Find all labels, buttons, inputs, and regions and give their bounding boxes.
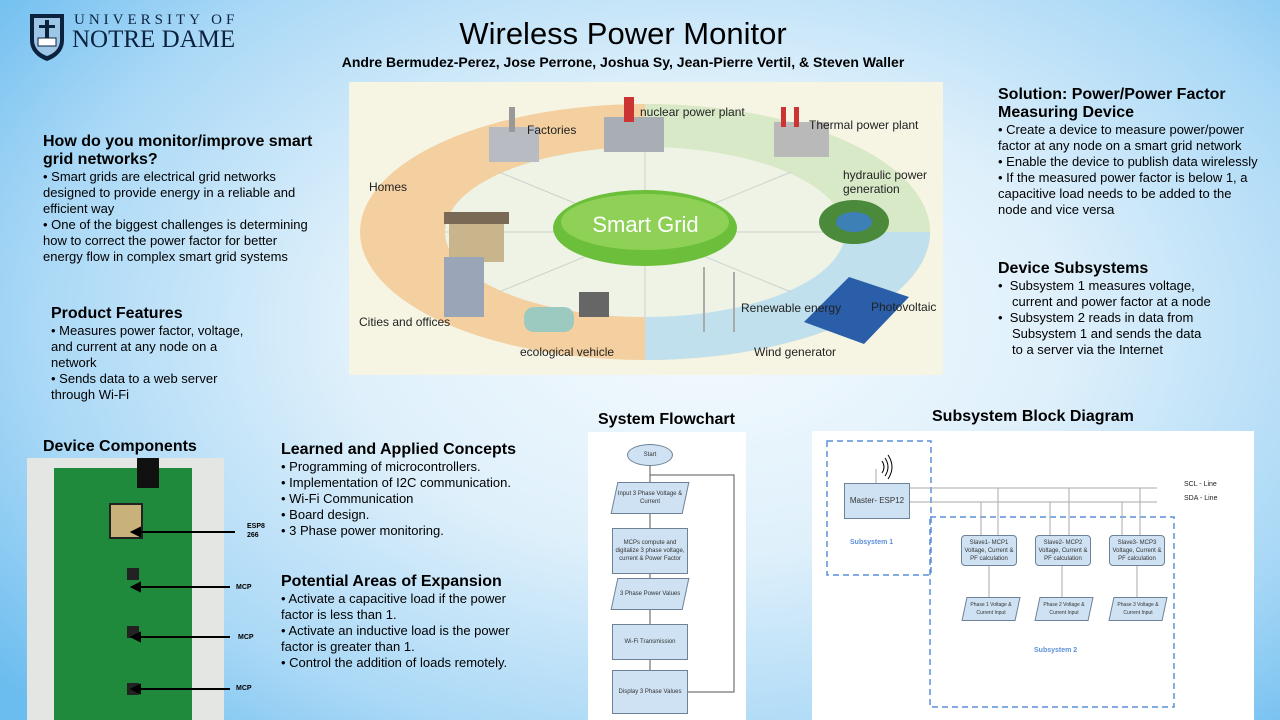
authors: Andre Bermudez-Perez, Jose Perrone, Josh… (341, 54, 905, 70)
solution-bullet: • Enable the device to publish data wire… (998, 154, 1258, 169)
label-vehicle: ecological vehicle (520, 345, 615, 359)
subsystems-bullet: • Subsystem 2 reads in data from Subsyst… (998, 310, 1202, 357)
flowchart: Start Input 3 Phase Voltage & Current MC… (588, 432, 746, 720)
learned-bullet: • Implementation of I2C communication. (281, 475, 511, 490)
label-nuclear: nuclear power plant (640, 105, 745, 119)
flowchart-heading: System Flowchart (598, 411, 735, 428)
solution-bullet: • Create a device to measure power/power… (998, 122, 1244, 153)
expansion-bullet: • Activate a capacitive load if the powe… (281, 591, 506, 622)
label-mcp: MCP (236, 685, 252, 692)
flow-input: Input 3 Phase Voltage & Current (610, 482, 690, 514)
components-heading: Device Components (43, 438, 197, 455)
subsystem1-label: Subsystem 1 (850, 539, 894, 546)
learned-bullet: • Wi-Fi Communication (281, 491, 414, 506)
intro-bullet: • Smart grids are electrical grid networ… (43, 169, 296, 216)
intro-bullet: • One of the biggest challenges is deter… (43, 217, 308, 264)
learned-bullet: • Board design. (281, 507, 370, 522)
logo-line1: UNIVERSITY OF (74, 12, 239, 28)
smart-grid-illustration: Smart Grid Factories nuclear power plant… (349, 82, 943, 375)
slave2-box: Slave2- MCP2 Voltage, Current & PF calcu… (1035, 535, 1091, 566)
label-thermal: Thermal power plant (809, 118, 919, 132)
scl-line-label: SCL - Line (1184, 481, 1217, 488)
phase1-input: Phase 1 Voltage & Current Input (961, 597, 1021, 621)
phase2-input: Phase 2 Voltage & Current Input (1034, 597, 1094, 621)
label-mcp: MCP (236, 584, 252, 591)
expansion-bullet: • Activate an inductive load is the powe… (281, 623, 510, 654)
flow-values: 3 Phase Power Values (610, 578, 690, 610)
phase3-input: Phase 3 Voltage & Current Input (1108, 597, 1168, 621)
pcb-photo (27, 458, 224, 720)
slave1-box: Slave1- MCP1 Voltage, Current & PF calcu… (961, 535, 1017, 566)
solution-bullet: • If the measured power factor is below … (998, 170, 1248, 217)
slave3-box: Slave3- MCP3 Voltage, Current & PF calcu… (1109, 535, 1165, 566)
flow-display: Display 3 Phase Values (612, 670, 688, 714)
label-photovoltaic: Photovoltaic (871, 300, 937, 314)
sda-line-label: SDA - Line (1184, 495, 1218, 502)
label-esp8266: ESP8 266 (247, 523, 265, 539)
university-logo: UNIVERSITY OF NOTRE DAME (28, 12, 248, 64)
shield-icon (30, 14, 64, 61)
subsystems-bullet: • Subsystem 1 measures voltage, current … (998, 278, 1211, 309)
subsystems-heading: Device Subsystems (998, 260, 1149, 277)
label-mcp: MCP (238, 634, 254, 641)
features-section: Product Features • Measures power factor… (51, 305, 261, 403)
solution-section: Solution: Power/Power Factor Measuring D… (998, 86, 1260, 218)
poster-title: Wireless Power Monitor (459, 16, 787, 51)
intro-section: How do you monitor/improve smart grid ne… (43, 133, 318, 265)
master-esp12-box: Master- ESP12 (844, 483, 910, 519)
subsystem2-label: Subsystem 2 (1034, 647, 1078, 654)
label-factories: Factories (527, 123, 577, 137)
label-wind: Wind generator (754, 345, 837, 359)
label-hydraulic: hydraulic power generation (843, 168, 928, 196)
smart-grid-center-label: Smart Grid (592, 212, 699, 237)
label-renewable: Renewable energy (741, 301, 842, 315)
logo-line2: NOTRE DAME (72, 26, 236, 53)
pointer-arrows (130, 526, 235, 695)
learned-section: Learned and Applied Concepts • Programmi… (281, 441, 531, 539)
features-bullet: • Measures power factor, voltage, and cu… (51, 323, 244, 370)
flow-start: Start (627, 444, 673, 466)
flow-wifi: Wi-Fi Transmission (612, 624, 688, 660)
intro-heading: How do you monitor/improve smart grid ne… (43, 133, 313, 168)
learned-bullet: • 3 Phase power monitoring. (281, 523, 444, 538)
label-cities: Cities and offices (359, 315, 451, 329)
label-homes: Homes (369, 180, 408, 194)
expansion-heading: Potential Areas of Expansion (281, 573, 502, 590)
learned-bullet: • Programming of microcontrollers. (281, 459, 481, 474)
subsystems-section: Device Subsystems • Subsystem 1 measures… (998, 260, 1213, 358)
flow-compute: MCPs compute and digitalize 3 phase volt… (612, 528, 688, 574)
expansion-section: Potential Areas of Expansion • Activate … (281, 573, 521, 671)
features-bullet: • Sends data to a web server through Wi-… (51, 371, 218, 402)
block-diagram: Master- ESP12 SCL - Line SDA - Line Subs… (812, 431, 1254, 720)
features-heading: Product Features (51, 305, 183, 322)
expansion-bullet: • Control the addition of loads remotely… (281, 655, 508, 670)
learned-heading: Learned and Applied Concepts (281, 441, 516, 458)
wireless-signal-icon (881, 454, 893, 480)
block-diagram-heading: Subsystem Block Diagram (932, 408, 1134, 425)
solution-heading: Solution: Power/Power Factor Measuring D… (998, 86, 1226, 121)
